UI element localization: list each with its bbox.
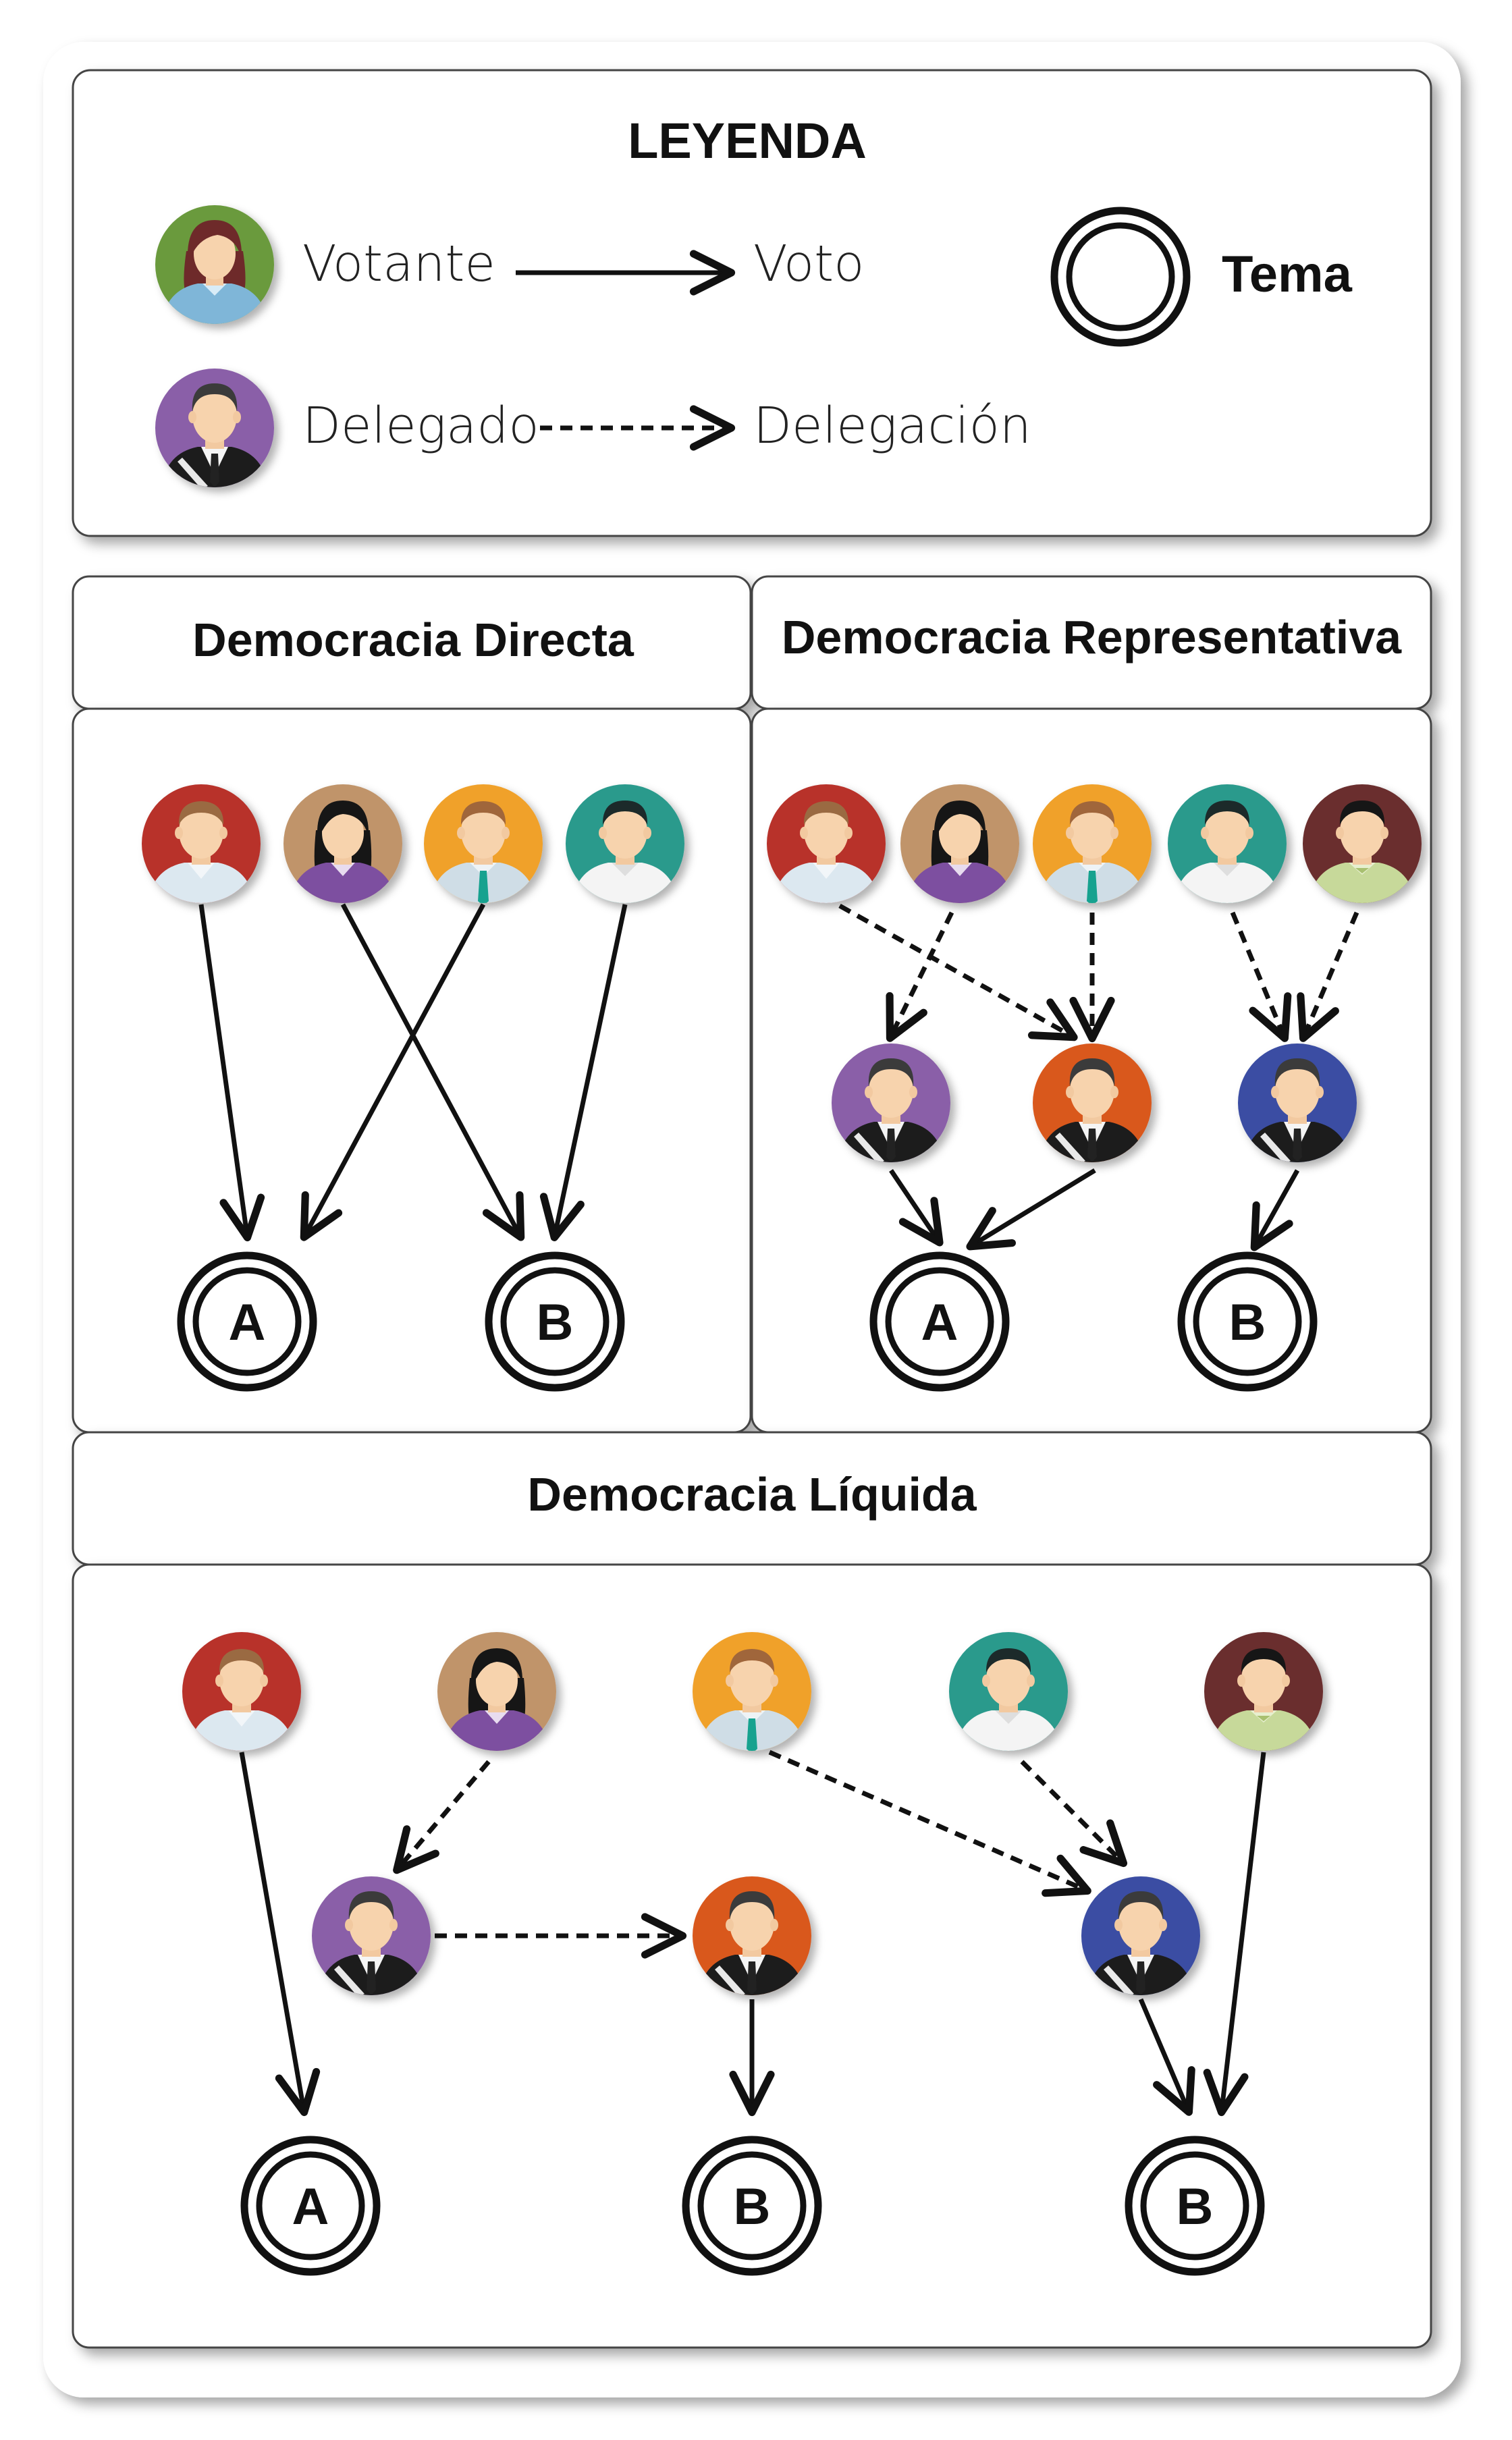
legend-delegate-label: Delegado (302, 397, 539, 455)
delegation-arrow (886, 911, 954, 1042)
representative-title: Democracia Representativa (782, 611, 1402, 663)
vote-arrows (889, 1168, 1300, 1251)
topic-label: B (537, 1294, 574, 1351)
topic-label: A (229, 1294, 266, 1351)
topic-a: A (240, 2136, 381, 2276)
delegation-arrows (838, 903, 1359, 1043)
vote-arrow (539, 904, 628, 1242)
legend-panel: LEYENDA Votante Voto Delegado Delegación… (72, 69, 1432, 537)
topic-label: A (921, 1294, 959, 1351)
topic-icon (1050, 207, 1191, 347)
vote-arrow (1203, 1752, 1266, 2117)
delegation-arrow (1020, 1760, 1128, 1868)
vote-arrow (300, 903, 486, 1241)
legend-delegation-label: Delegación (753, 397, 1031, 455)
legend-title: LEYENDA (628, 113, 867, 169)
direct-democracy-panel: Democracia Directa A B (72, 575, 752, 1434)
vote-arrow (1138, 1998, 1195, 2116)
topic-b: B (485, 1251, 625, 1392)
liquid-title: Democracia Líquida (527, 1468, 977, 1521)
legend-vote-label: Voto (753, 235, 864, 293)
topic-label: B (734, 2178, 771, 2235)
liquid-democracy-panel: Democracia Líquida A (72, 1431, 1432, 2349)
delegation-arrows (393, 1750, 1128, 1959)
representative-democracy-panel: Democracia Representativa A (751, 575, 1432, 1434)
vote-arrow (966, 1168, 1096, 1251)
vote-arrow (239, 1752, 321, 2117)
topic-b: B (1125, 2136, 1265, 2276)
delegation-arrow (768, 1750, 1091, 1897)
topic-label: B (1229, 1294, 1266, 1351)
delegation-arrow (838, 903, 1078, 1041)
direct-title: Democracia Directa (192, 614, 634, 666)
delegation-arrow (1230, 911, 1292, 1042)
vote-arrows (239, 1752, 1266, 2117)
vote-arrow (340, 903, 525, 1241)
delegation-arrow (393, 1760, 491, 1874)
legend-topic-label: Tema (1222, 246, 1353, 303)
topic-b: B (682, 2136, 822, 2276)
vote-arrow (198, 904, 265, 1242)
topic-a: A (177, 1251, 317, 1392)
vote-arrows (198, 903, 628, 1242)
topic-a: A (869, 1251, 1010, 1392)
vote-arrow (889, 1169, 944, 1247)
topic-label: A (292, 2178, 329, 2235)
delegation-arrow (1297, 911, 1359, 1042)
topic-label: B (1177, 2178, 1214, 2235)
topic-b: B (1177, 1251, 1318, 1392)
legend-voter-label: Votante (302, 235, 495, 293)
vote-arrow (1250, 1169, 1300, 1251)
